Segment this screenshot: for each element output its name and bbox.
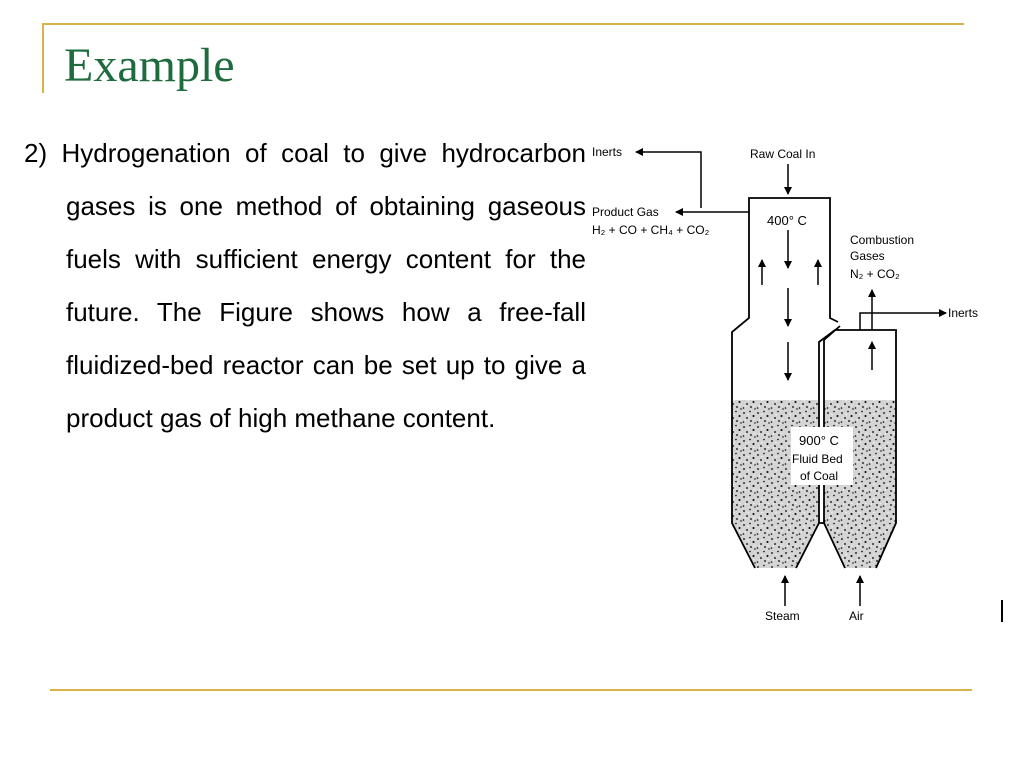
fluid-bed-label-1: Fluid Bed <box>792 452 843 466</box>
inerts-top-label: Inerts <box>592 145 622 159</box>
product-gas-formula: H₂ + CO + CH₄ + CO₂ <box>592 223 710 237</box>
fluid-bed-label-2: of Coal <box>800 469 838 483</box>
combustion-gases-formula: N₂ + CO₂ <box>850 267 900 281</box>
combustion-gases-label-2: Gases <box>850 249 885 263</box>
combustion-gases-label-1: Combustion <box>850 233 914 247</box>
fluid-bed-label-box <box>791 427 853 485</box>
top-temperature-label: 400° C <box>767 213 807 228</box>
inerts-right-label: Inerts <box>948 306 978 320</box>
inerts-top-pipe <box>635 148 702 208</box>
steam-label: Steam <box>765 609 800 623</box>
air-label: Air <box>849 609 864 623</box>
edge-mark <box>1001 600 1003 622</box>
bed-temperature-label: 900° C <box>799 433 839 448</box>
frame-top-rule <box>42 23 964 25</box>
inerts-right-pipe <box>859 309 947 330</box>
frame-bottom-rule <box>50 689 972 691</box>
product-gas-label: Product Gas <box>592 205 659 219</box>
fluidized-bed-reactor-diagram: Inerts Raw Coal In Product Gas H₂ + CO +… <box>592 145 978 623</box>
raw-coal-label: Raw Coal In <box>750 147 815 161</box>
flow-lines <box>635 148 947 606</box>
frame-left-rule <box>42 23 44 93</box>
slide-body-paragraph: 2) Hydrogenation of coal to give hydroca… <box>24 138 586 433</box>
slide-title: Example <box>64 39 235 92</box>
